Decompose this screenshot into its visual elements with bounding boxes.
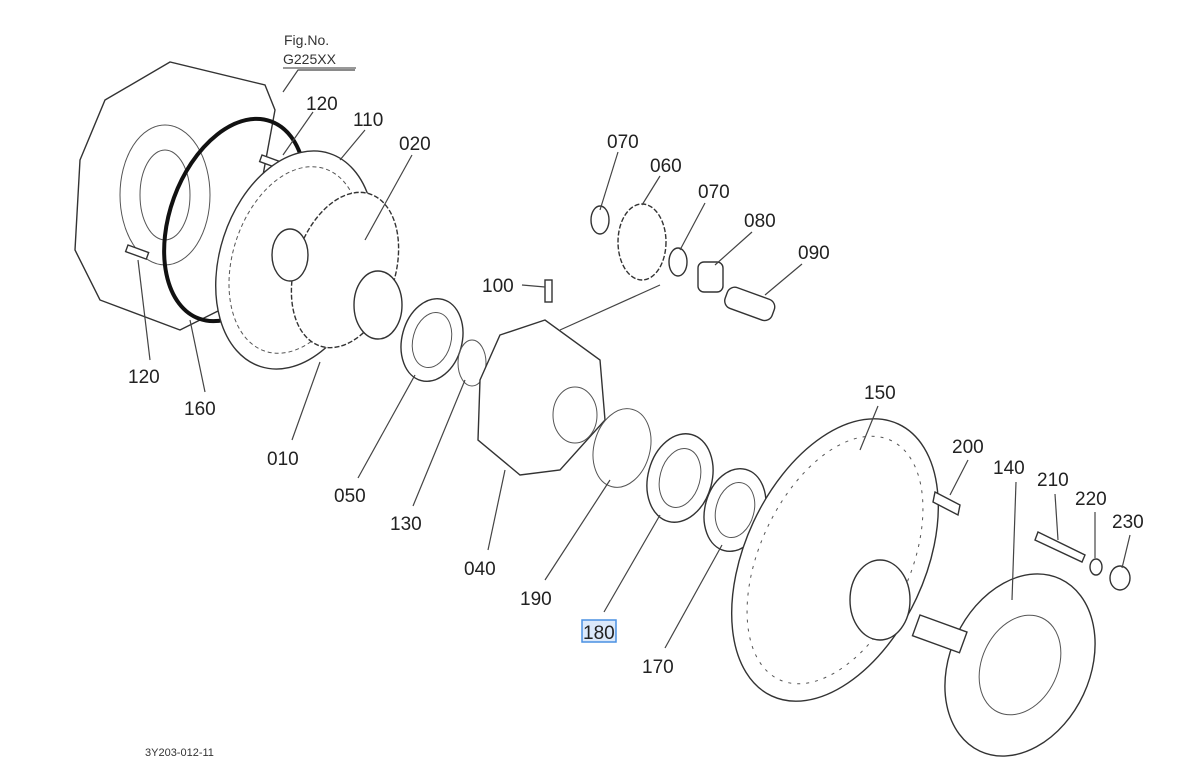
bolt-200 [932, 490, 961, 517]
drawing-code: 3Y203-012-11 [145, 747, 214, 759]
callout-120[interactable]: 120 [306, 94, 338, 115]
fig-no-label: Fig.No. [284, 32, 329, 48]
callout-150[interactable]: 150 [864, 383, 896, 404]
callout-090[interactable]: 090 [798, 243, 830, 264]
callout-140[interactable]: 140 [993, 458, 1025, 479]
callout-080[interactable]: 080 [744, 211, 776, 232]
pin-100 [544, 279, 553, 303]
needle-bearing-080 [697, 261, 724, 293]
callout-120[interactable]: 120 [128, 367, 160, 388]
fig-no-link[interactable]: G225XX [283, 51, 337, 67]
selected-callout-highlight [581, 619, 617, 643]
callouts: 120 110 020 070 060 070 080 090 100 120 … [128, 94, 1144, 678]
callout-070[interactable]: 070 [698, 182, 730, 203]
gear-060 [617, 203, 667, 281]
callout-220[interactable]: 220 [1075, 489, 1107, 510]
snap-ring-190 [592, 408, 652, 488]
callout-100[interactable]: 100 [482, 276, 514, 297]
stud-210 [1034, 531, 1086, 563]
callout-070[interactable]: 070 [607, 132, 639, 153]
part-artwork [74, 61, 1131, 757]
carrier-040 [477, 319, 606, 476]
snap-ring-130 [457, 339, 487, 387]
callout-010[interactable]: 010 [267, 449, 299, 470]
callout-060[interactable]: 060 [650, 156, 682, 177]
cover-150 [730, 418, 940, 702]
callout-050[interactable]: 050 [334, 486, 366, 507]
callout-110[interactable]: 110 [353, 110, 383, 131]
callout-170[interactable]: 170 [642, 657, 674, 678]
nut-230 [1109, 565, 1131, 591]
axle-flange-140 [944, 573, 1096, 757]
callout-160[interactable]: 160 [184, 399, 216, 420]
callout-210[interactable]: 210 [1037, 470, 1069, 491]
callout-130[interactable]: 130 [390, 514, 422, 535]
callout-020[interactable]: 020 [399, 134, 431, 155]
leader-lines [137, 69, 1131, 649]
callout-230[interactable]: 230 [1112, 512, 1144, 533]
pin-120-bottom [124, 244, 150, 260]
callout-200[interactable]: 200 [952, 437, 984, 458]
callout-190[interactable]: 190 [520, 589, 552, 610]
callout-180[interactable]: 180 [583, 623, 615, 644]
callout-040[interactable]: 040 [464, 559, 496, 580]
washer-220 [1089, 558, 1103, 576]
shaft-090 [724, 286, 776, 322]
